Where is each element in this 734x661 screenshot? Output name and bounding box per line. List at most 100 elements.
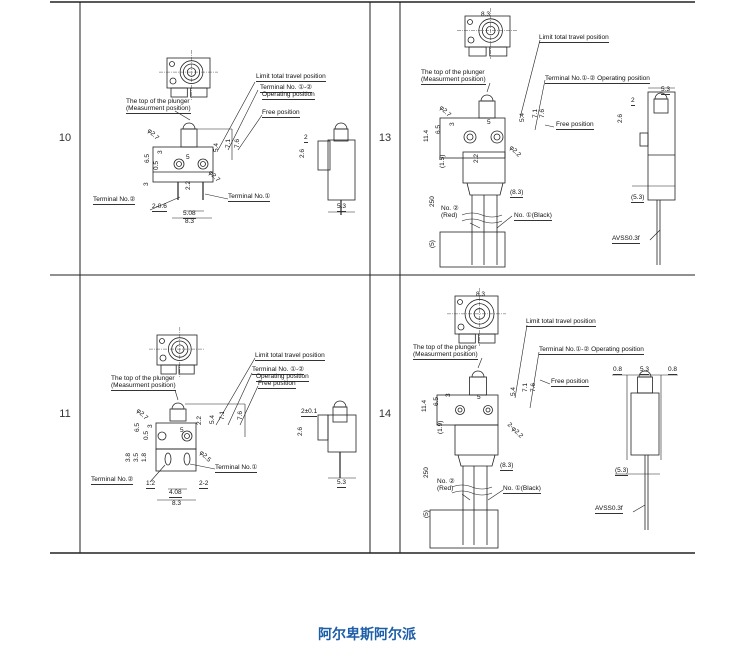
drawing-14-label: (Red) — [437, 485, 454, 492]
terminal-stub — [190, 87, 208, 98]
switch-body — [152, 146, 214, 183]
hole — [173, 158, 185, 170]
hole — [157, 431, 167, 441]
drawing-14-label: AVSS0.3f — [595, 505, 623, 514]
drawing-14-label: (5) — [423, 510, 430, 518]
drawing-10-label: 0.5 — [153, 160, 160, 170]
leader-line — [174, 110, 191, 121]
drawing-13-label: 2.2 — [473, 153, 480, 163]
hole — [463, 130, 477, 144]
hole — [485, 407, 491, 413]
drawing-10-label: 3 — [157, 150, 164, 154]
drawing-10-label: 7.1 — [225, 138, 232, 148]
hole — [483, 405, 493, 415]
plunger-dome — [471, 370, 485, 378]
drawing-10-label: Terminal No. ①-② — [260, 84, 313, 93]
side-view — [327, 139, 356, 201]
row-number-10: 10 — [58, 132, 72, 144]
leader-line — [239, 385, 259, 426]
terminal-stub — [478, 333, 496, 344]
leader-line — [539, 379, 551, 385]
drawing-14-label: 6.5 — [433, 396, 440, 406]
drawing-13-label: 5.3 — [661, 86, 671, 95]
drawing-11-label: The top of the plunger — [111, 375, 175, 382]
top-view — [454, 295, 499, 335]
drawing-11-label: 0.5 — [143, 430, 150, 440]
drawing-10-label: 2.6 — [299, 148, 306, 158]
drawing-10-label: 6.5 — [144, 153, 151, 163]
leader-line — [215, 357, 256, 426]
drawing-11-label: Operating position — [256, 373, 309, 382]
drawing-14-label: Free position — [551, 378, 589, 387]
hole — [493, 133, 501, 141]
plunger-dome — [333, 400, 347, 408]
drawing-11-label: 3.5 — [133, 452, 140, 462]
hole — [181, 430, 193, 442]
drawing-11-label: Terminal No.① — [215, 464, 258, 473]
drawing-11-label: 2.2 — [196, 415, 203, 425]
drawing-14-label: (Measurment position) — [413, 351, 478, 360]
leader-line — [496, 215, 513, 229]
drawing-11-label: 5.3 — [337, 479, 347, 488]
drawing-11-label: Terminal No. ①-② — [252, 366, 305, 375]
leader-line — [486, 82, 491, 93]
switch-body — [439, 117, 506, 159]
leader-line — [204, 193, 229, 200]
row-number-11: 11 — [59, 408, 71, 420]
drawing-13-label: 250 — [429, 196, 436, 207]
drawing-11-label: 1.8 — [141, 452, 148, 462]
drawing-11-label: Limit total travel position — [255, 352, 325, 361]
leader-line — [227, 372, 253, 426]
leader-line — [469, 222, 481, 229]
plunger-stem — [332, 406, 348, 423]
drawing-10-label: Limit total travel position — [256, 73, 326, 82]
drawing-11-label: 2.6 — [297, 426, 304, 436]
leader-line — [519, 39, 541, 119]
drawing-11-label: 4.08 — [169, 489, 182, 498]
drawing-10-label: 8.3 — [185, 218, 195, 225]
plunger-dome — [480, 94, 494, 102]
drawing-13-label: AVSS0.3f — [612, 235, 640, 244]
plunger-stem — [333, 128, 349, 142]
drawing-14-label: 5 — [477, 394, 481, 401]
drawing-14-label: 3 — [445, 393, 452, 397]
dimension-frame — [429, 509, 499, 549]
terminal-stub — [178, 364, 195, 375]
leader-line — [149, 464, 166, 483]
hole — [467, 19, 473, 25]
drawing-10-label: 5.4 — [213, 142, 220, 152]
drawing-13-label: Terminal No.①-② Operating position — [545, 75, 650, 84]
terminal-stub — [458, 333, 476, 344]
plunger-stem — [169, 408, 187, 422]
hole — [176, 161, 182, 167]
drawing-14-label: 5.3 — [640, 366, 650, 375]
drawing-13-label: (8.3) — [510, 189, 524, 198]
drawing-10-label: 3 — [143, 182, 150, 186]
cable-neck — [457, 454, 496, 467]
drawing-14-label: 0.8 — [668, 366, 678, 375]
drawing-11-label: 5 — [180, 427, 184, 434]
drawing-11-label: Terminal No.② — [91, 476, 134, 485]
drawing-11-label: 8.3 — [172, 500, 182, 507]
plunger-dome — [334, 122, 348, 130]
terminal-stub — [468, 46, 487, 57]
dimension-frame — [439, 231, 506, 268]
hole — [457, 299, 463, 305]
leader-line — [174, 389, 179, 401]
drawing-14-label: No. ② — [437, 478, 455, 485]
leader-line — [544, 124, 555, 128]
plunger-stem — [469, 376, 487, 396]
drawing-14-label: Terminal No.①-② Operating position — [539, 346, 644, 355]
plunger-stem — [637, 376, 653, 394]
leader-line — [477, 357, 483, 369]
drawing-10-label: The top of the plunger — [126, 98, 190, 105]
drawing-14-label: 8.3 — [476, 291, 486, 298]
drawing-13-label: No. ② — [441, 205, 459, 212]
plunger-stem — [653, 98, 669, 114]
side-terminal — [317, 414, 329, 441]
side-view — [630, 392, 660, 456]
drawing-11-label: 7.6 — [237, 410, 244, 420]
leader-line — [189, 463, 216, 470]
leader-line — [632, 504, 646, 513]
